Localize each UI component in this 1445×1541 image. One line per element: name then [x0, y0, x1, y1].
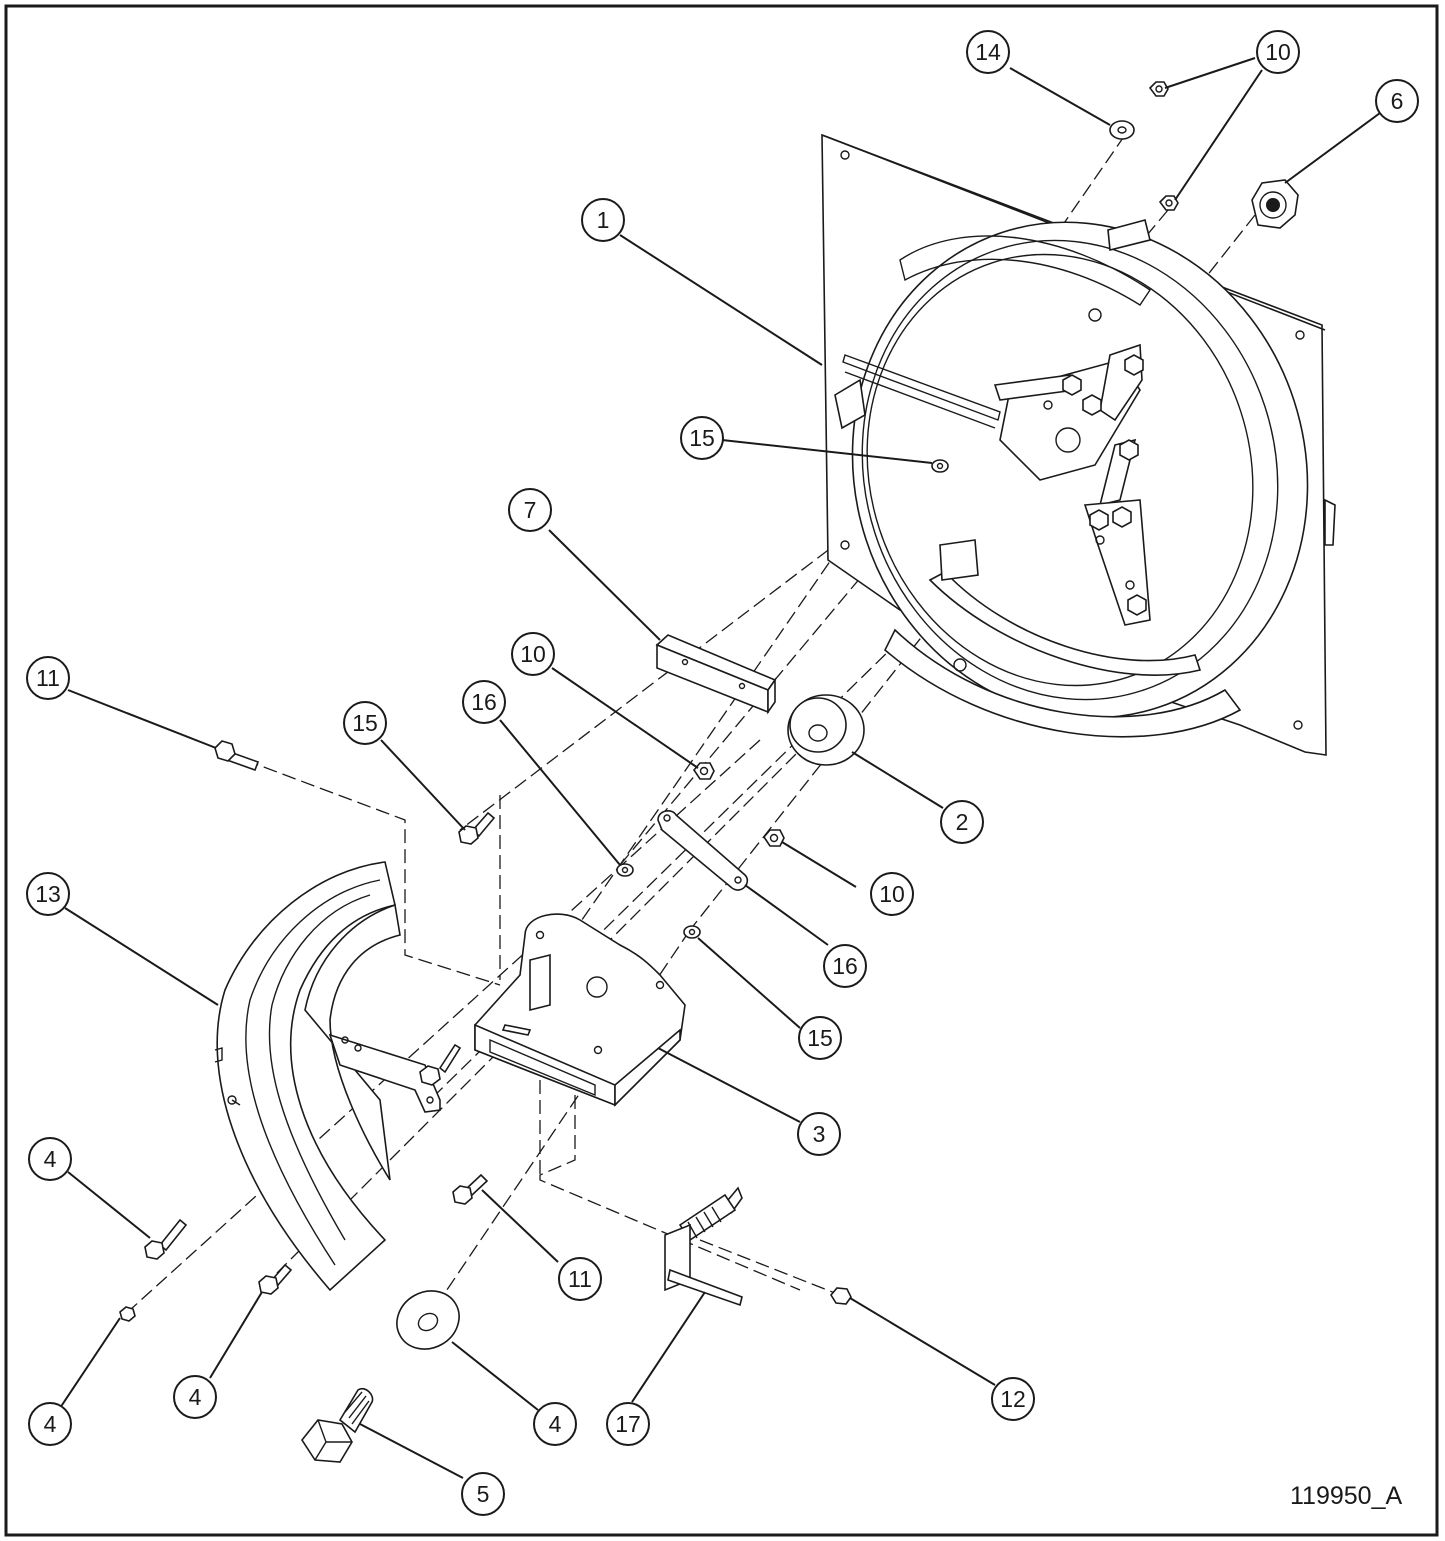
callout-1: 1	[581, 198, 625, 242]
callout-11: 11	[558, 1257, 602, 1301]
callout-10: 10	[1256, 30, 1300, 74]
callout-label: 11	[36, 665, 60, 691]
washer-4	[396, 1290, 460, 1350]
nut-10-middle	[692, 762, 715, 780]
callout-label: 17	[615, 1411, 641, 1437]
callout-4: 4	[28, 1402, 72, 1446]
top-nuts	[1109, 81, 1179, 211]
callout-5: 5	[461, 1472, 505, 1516]
callout-11: 11	[26, 656, 70, 700]
callout-label: 3	[813, 1121, 826, 1147]
callout-16: 16	[823, 944, 867, 988]
lock-nut	[1251, 179, 1299, 229]
callout-3: 3	[797, 1112, 841, 1156]
callout-15: 15	[680, 416, 724, 460]
callout-15: 15	[798, 1016, 842, 1060]
callout-16: 16	[462, 680, 506, 724]
curved-shroud	[214, 861, 462, 1292]
callout-4: 4	[533, 1402, 577, 1446]
bolt-11-lower	[452, 1173, 489, 1205]
callout-label: 10	[1265, 39, 1291, 65]
callout-13: 13	[26, 872, 70, 916]
bolt-4-middle	[258, 1263, 293, 1295]
callout-10: 10	[511, 632, 555, 676]
mounting-bracket	[474, 913, 686, 1107]
bolt-15	[458, 811, 496, 845]
bolt-11-upper	[214, 740, 260, 772]
callout-label: 6	[1391, 88, 1404, 114]
callout-label: 10	[520, 641, 546, 667]
leader-lines	[59, 57, 1381, 1479]
callout-label: 4	[549, 1411, 562, 1437]
callout-label: 7	[524, 497, 537, 523]
callout-label: 14	[975, 39, 1001, 65]
hex-bolt	[301, 1387, 374, 1463]
callout-label: 11	[568, 1266, 592, 1292]
callout-10: 10	[870, 872, 914, 916]
bolt-4-left	[144, 1218, 188, 1260]
drawing-number: 119950_A	[1290, 1482, 1402, 1510]
callout-label: 4	[189, 1384, 202, 1410]
callout-2: 2	[940, 800, 984, 844]
callout-12: 12	[991, 1377, 1035, 1421]
callout-14: 14	[966, 30, 1010, 74]
callout-label: 16	[471, 689, 497, 715]
link-bar	[657, 810, 749, 891]
callout-label: 15	[352, 710, 378, 736]
nut-12	[830, 1287, 852, 1305]
callout-label: 15	[689, 425, 715, 451]
small-washers	[616, 863, 701, 939]
callout-label: 1	[597, 207, 610, 233]
callout-label: 16	[832, 953, 858, 979]
callout-label: 5	[477, 1481, 490, 1507]
callout-7: 7	[508, 488, 552, 532]
callout-label: 4	[44, 1146, 57, 1172]
callout-label: 10	[879, 881, 905, 907]
callout-label: 2	[956, 809, 969, 835]
spacer-ring	[787, 694, 865, 766]
callout-label: 13	[35, 881, 61, 907]
callout-label: 4	[44, 1411, 57, 1437]
nut-10-right	[762, 829, 785, 847]
drawing-border	[4, 4, 1439, 1537]
screw-4-small	[119, 1306, 136, 1322]
callout-4: 4	[173, 1375, 217, 1419]
callout-bubbles: 1 2 3 4 4 4 4 5 6 7 10 10 10 11 11 12 13…	[26, 30, 1419, 1516]
callout-4: 4	[28, 1137, 72, 1181]
callout-6: 6	[1375, 79, 1419, 123]
callout-label: 12	[1000, 1386, 1026, 1412]
spacer-block	[655, 634, 777, 715]
spring-pin	[664, 1186, 743, 1307]
washer-15-upper	[931, 459, 949, 473]
callout-17: 17	[606, 1402, 650, 1446]
callout-label: 15	[807, 1025, 833, 1051]
callout-15: 15	[343, 701, 387, 745]
main-plate-assembly	[821, 133, 1336, 756]
